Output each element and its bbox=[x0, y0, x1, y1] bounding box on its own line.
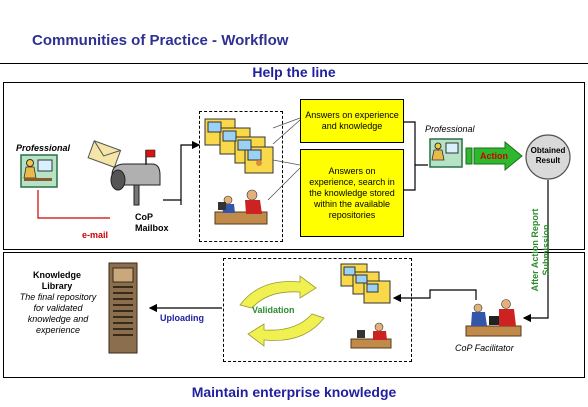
facilitator-icon bbox=[465, 299, 522, 337]
help-panel bbox=[3, 82, 585, 250]
validation-label: Validation bbox=[252, 305, 295, 315]
obtained-result-label: Obtained Result bbox=[530, 146, 566, 165]
page-title: Communities of Practice - Workflow bbox=[32, 32, 289, 49]
answers-repositories-box: Answers on experience, search in the kno… bbox=[300, 149, 404, 237]
envelope-icon bbox=[87, 140, 122, 168]
validation-experts-icon bbox=[340, 263, 392, 349]
obtained-result-shape bbox=[525, 134, 571, 180]
uploading-label: Uploading bbox=[160, 313, 204, 323]
professional-left-label: Professional bbox=[16, 143, 71, 153]
facilitator-label: CoP Facilitator bbox=[455, 343, 514, 353]
experts-stack-icon bbox=[204, 118, 274, 174]
knowledge-library-desc: The final repository for validated knowl… bbox=[19, 292, 97, 335]
mailbox-label: CoP Mailbox bbox=[135, 212, 169, 233]
email-label: e-mail bbox=[82, 230, 109, 240]
help-section-label: Help the line bbox=[252, 64, 336, 80]
knowledge-library-icon bbox=[108, 262, 138, 354]
answers-experience-box: Answers on experience and knowledge bbox=[300, 99, 404, 143]
maintain-section-label: Maintain enterprise knowledge bbox=[191, 384, 397, 400]
maintain-panel bbox=[3, 252, 585, 378]
team-meeting-icon bbox=[214, 189, 268, 225]
professional-icon bbox=[20, 154, 58, 188]
professional-right-icon bbox=[429, 138, 463, 168]
action-label: Action bbox=[480, 151, 508, 161]
experts-group bbox=[199, 111, 283, 242]
professional-right-label: Professional bbox=[425, 124, 475, 134]
validation-cycle-icon bbox=[239, 275, 325, 347]
title-divider bbox=[0, 63, 588, 64]
knowledge-library-title: Knowledge Library bbox=[32, 270, 81, 291]
action-arrow-icon bbox=[465, 140, 523, 172]
mailbox-icon bbox=[110, 149, 161, 206]
after-action-report-label: After Action Report Submission bbox=[530, 208, 551, 292]
validation-group bbox=[223, 258, 412, 362]
